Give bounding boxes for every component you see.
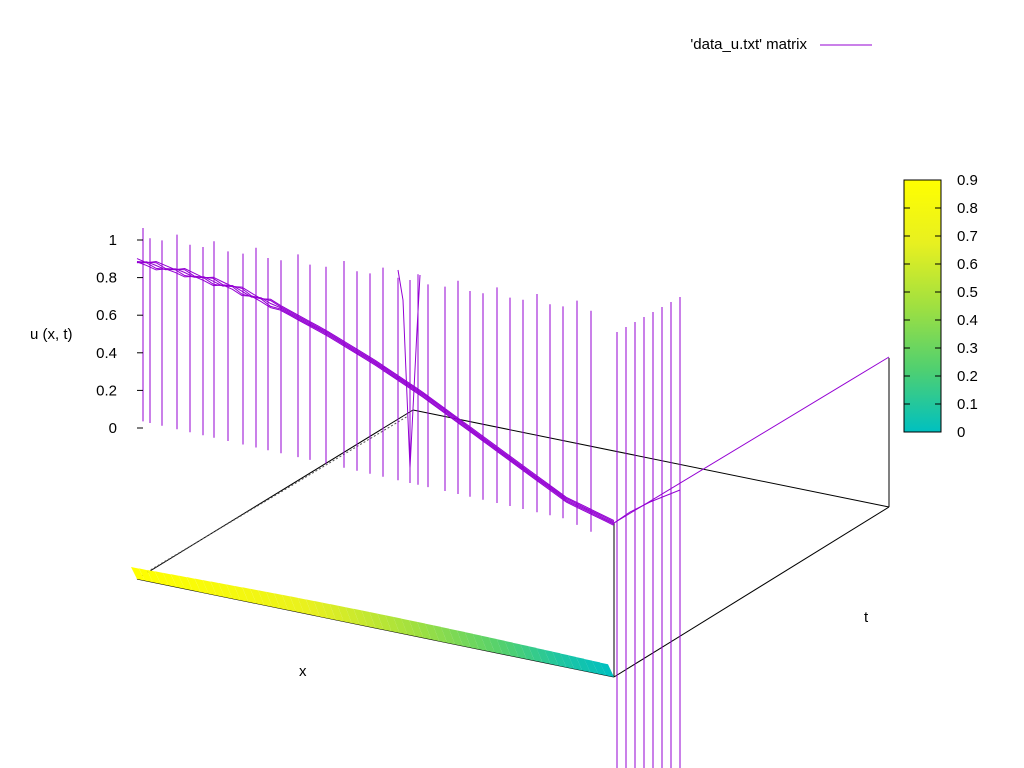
base-heatmap <box>131 567 614 677</box>
heatmap-cell <box>290 596 304 614</box>
heatmap-cell <box>584 658 599 674</box>
surface-curve <box>136 261 615 526</box>
heatmap-cell <box>154 571 169 586</box>
legend: 'data_u.txt' matrix <box>690 36 872 53</box>
heatmap-cell <box>361 610 376 628</box>
heatmap-cell <box>274 593 289 611</box>
heatmap-cell <box>560 653 575 669</box>
heatmap-cell <box>456 630 471 648</box>
heatmap-cell <box>536 648 551 664</box>
heatmap-cell <box>425 623 440 642</box>
heatmap-cell <box>337 605 352 624</box>
heatmap-cell <box>504 640 519 658</box>
heatmap-cell <box>162 572 177 588</box>
heatmap-cell <box>313 600 328 619</box>
surface-curve <box>613 489 681 524</box>
heatmap-cell <box>186 577 201 593</box>
heatmap-cell <box>480 635 495 653</box>
heatmap-cell <box>282 594 296 612</box>
surface-edge-line <box>613 356 890 524</box>
colorbar-tick-label: 0.7 <box>957 228 978 245</box>
heatmap-cell <box>488 637 503 655</box>
legend-entry-label: 'data_u.txt' matrix <box>690 36 807 53</box>
heatmap-cell <box>242 587 257 604</box>
colorbar-tick-label: 0.9 <box>957 172 978 189</box>
heatmap-cell <box>528 646 543 663</box>
z-tick-label: 0.8 <box>96 270 117 287</box>
colorbar: 0 0.1 0.2 0.3 0.4 0.5 0.6 0.7 0.8 0.9 <box>903 172 978 441</box>
colorbar-tick-label: 0 <box>957 424 965 441</box>
heatmap-cell <box>377 613 392 632</box>
surface-mesh <box>136 228 890 768</box>
heatmap-cell <box>218 582 233 599</box>
heatmap-cell <box>170 574 185 589</box>
heatmap-cell <box>305 599 320 617</box>
box-edge-dotted <box>136 415 409 579</box>
heatmap-cell <box>266 591 281 609</box>
heatmap-cell <box>178 575 193 591</box>
surface-curve <box>136 261 615 523</box>
heatmap-cell <box>472 633 487 651</box>
heatmap-cell <box>449 628 463 646</box>
surface-curve <box>136 262 615 525</box>
z-tick-label: 0.4 <box>96 345 117 362</box>
heatmap-cell <box>417 621 432 640</box>
heatmap-cell <box>131 567 145 581</box>
heatmap-cell <box>409 620 424 638</box>
x-axis-label: x <box>299 663 307 680</box>
heatmap-cell <box>496 639 511 656</box>
heatmap-cell <box>297 597 312 615</box>
heatmap-cell <box>512 642 527 660</box>
heatmap-cell <box>345 607 360 625</box>
colorbar-tick-label: 0.8 <box>957 200 978 217</box>
heatmap-cell <box>464 632 479 650</box>
heatmap-cell <box>369 612 384 630</box>
heatmap-cell <box>250 588 265 606</box>
heatmap-cell <box>600 662 614 677</box>
heatmap-cell <box>194 578 209 594</box>
heatmap-cell <box>441 626 455 645</box>
heatmap-cell <box>202 579 217 596</box>
heatmap-cell <box>520 644 535 661</box>
heatmap-cell <box>401 618 416 637</box>
heatmap-cell <box>146 569 161 584</box>
colorbar-tick-label: 0.2 <box>957 368 978 385</box>
heatmap-cell <box>138 568 153 583</box>
heatmap-cell <box>210 581 225 597</box>
heatmap-cell <box>592 660 607 676</box>
heatmap-cell <box>226 584 241 601</box>
heatmap-cell <box>353 608 368 627</box>
surface-curve <box>136 261 615 524</box>
t-axis-label: t <box>864 609 869 626</box>
z-axis-label: u (x, t) <box>30 326 73 343</box>
surface-spike <box>397 269 421 469</box>
plot-box <box>136 358 890 678</box>
colorbar-tick-label: 0.5 <box>957 284 978 301</box>
heatmap-cell <box>544 649 559 666</box>
z-tick-label: 0.2 <box>96 382 117 399</box>
z-axis: 0 0.2 0.4 0.6 0.8 1 <box>96 232 143 437</box>
surface-curve <box>136 258 615 522</box>
colorbar-gradient <box>903 179 942 433</box>
colorbar-tick-label: 0.3 <box>957 340 978 357</box>
z-tick-label: 1 <box>109 232 117 249</box>
heatmap-cell <box>552 651 567 668</box>
z-tick-label: 0 <box>109 420 117 437</box>
heatmap-cell <box>234 585 249 602</box>
colorbar-tick-label: 0.6 <box>957 256 978 273</box>
z-tick-label: 0.6 <box>96 307 117 324</box>
heatmap-cell <box>258 590 273 607</box>
colorbar-tick-label: 0.4 <box>957 312 978 329</box>
box-edge <box>412 409 890 508</box>
heatmap-cell <box>576 657 591 673</box>
box-edge <box>613 506 890 678</box>
heatmap-cell <box>385 615 400 633</box>
heatmap-cell <box>393 616 408 635</box>
heatmap-cell <box>568 655 583 671</box>
heatmap-cell <box>433 625 448 643</box>
heatmap-cell <box>321 602 336 620</box>
colorbar-tick-label: 0.1 <box>957 396 978 413</box>
heatmap-cell <box>329 604 344 622</box>
